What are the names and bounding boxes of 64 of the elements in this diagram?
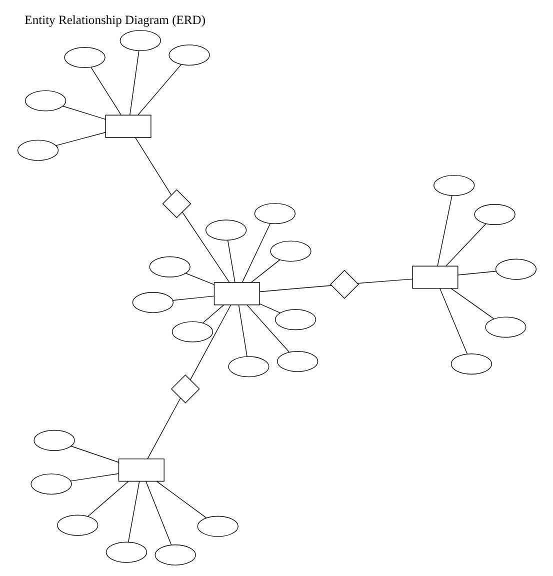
connector [137,64,182,116]
node-box [104,114,151,138]
node-ellipse [132,292,174,313]
node-ellipse [270,240,311,262]
node-ellipse [64,47,105,68]
connector [356,278,412,284]
node-ellipse [484,316,526,338]
connector [182,212,230,283]
connector [241,223,270,283]
connector [457,270,496,276]
node-box [118,458,164,482]
connector [62,106,106,120]
connector [146,398,180,460]
connector [258,285,332,292]
node-ellipse [494,258,536,280]
diagram-title: Entity Relationship Diagram (ERD) [24,12,206,27]
node-diamond [162,189,191,218]
connector [246,304,289,352]
connector [445,223,486,266]
node-ellipse [274,309,316,330]
node-ellipse [168,44,210,66]
connector [156,481,206,518]
connector [202,304,224,324]
node-ellipse [450,354,492,374]
node-ellipse [30,474,72,495]
node-ellipse [154,544,196,566]
connector [134,137,172,196]
node-box [213,282,260,306]
node-box [412,266,458,289]
node-ellipse [433,174,474,196]
connector [226,240,235,283]
node-ellipse [33,430,74,451]
connector [190,304,231,380]
node-ellipse [148,256,190,278]
connector [250,259,280,283]
connector [450,288,494,320]
node-ellipse [205,220,246,241]
connector [172,296,214,301]
connector [70,446,119,463]
node-ellipse [24,90,66,112]
node-ellipse [171,321,213,342]
node-ellipse [254,203,296,224]
node-ellipse [105,542,147,563]
node-ellipse [196,516,238,537]
connector [70,473,118,482]
connector [127,480,140,543]
connector [436,195,452,266]
node-diamond [170,374,200,404]
node-ellipse [56,514,98,536]
connector [90,66,121,116]
node-ellipse [276,351,318,372]
node-ellipse [474,204,515,225]
connector [439,288,468,354]
connector [238,304,247,357]
connector [145,481,172,546]
connector [129,50,139,116]
node-ellipse [119,30,160,52]
connector [184,272,214,285]
connector [258,303,280,314]
node-ellipse [16,140,58,161]
connector [87,481,128,517]
node-ellipse [228,356,269,378]
node-diamond [330,270,358,299]
connector [55,132,106,146]
